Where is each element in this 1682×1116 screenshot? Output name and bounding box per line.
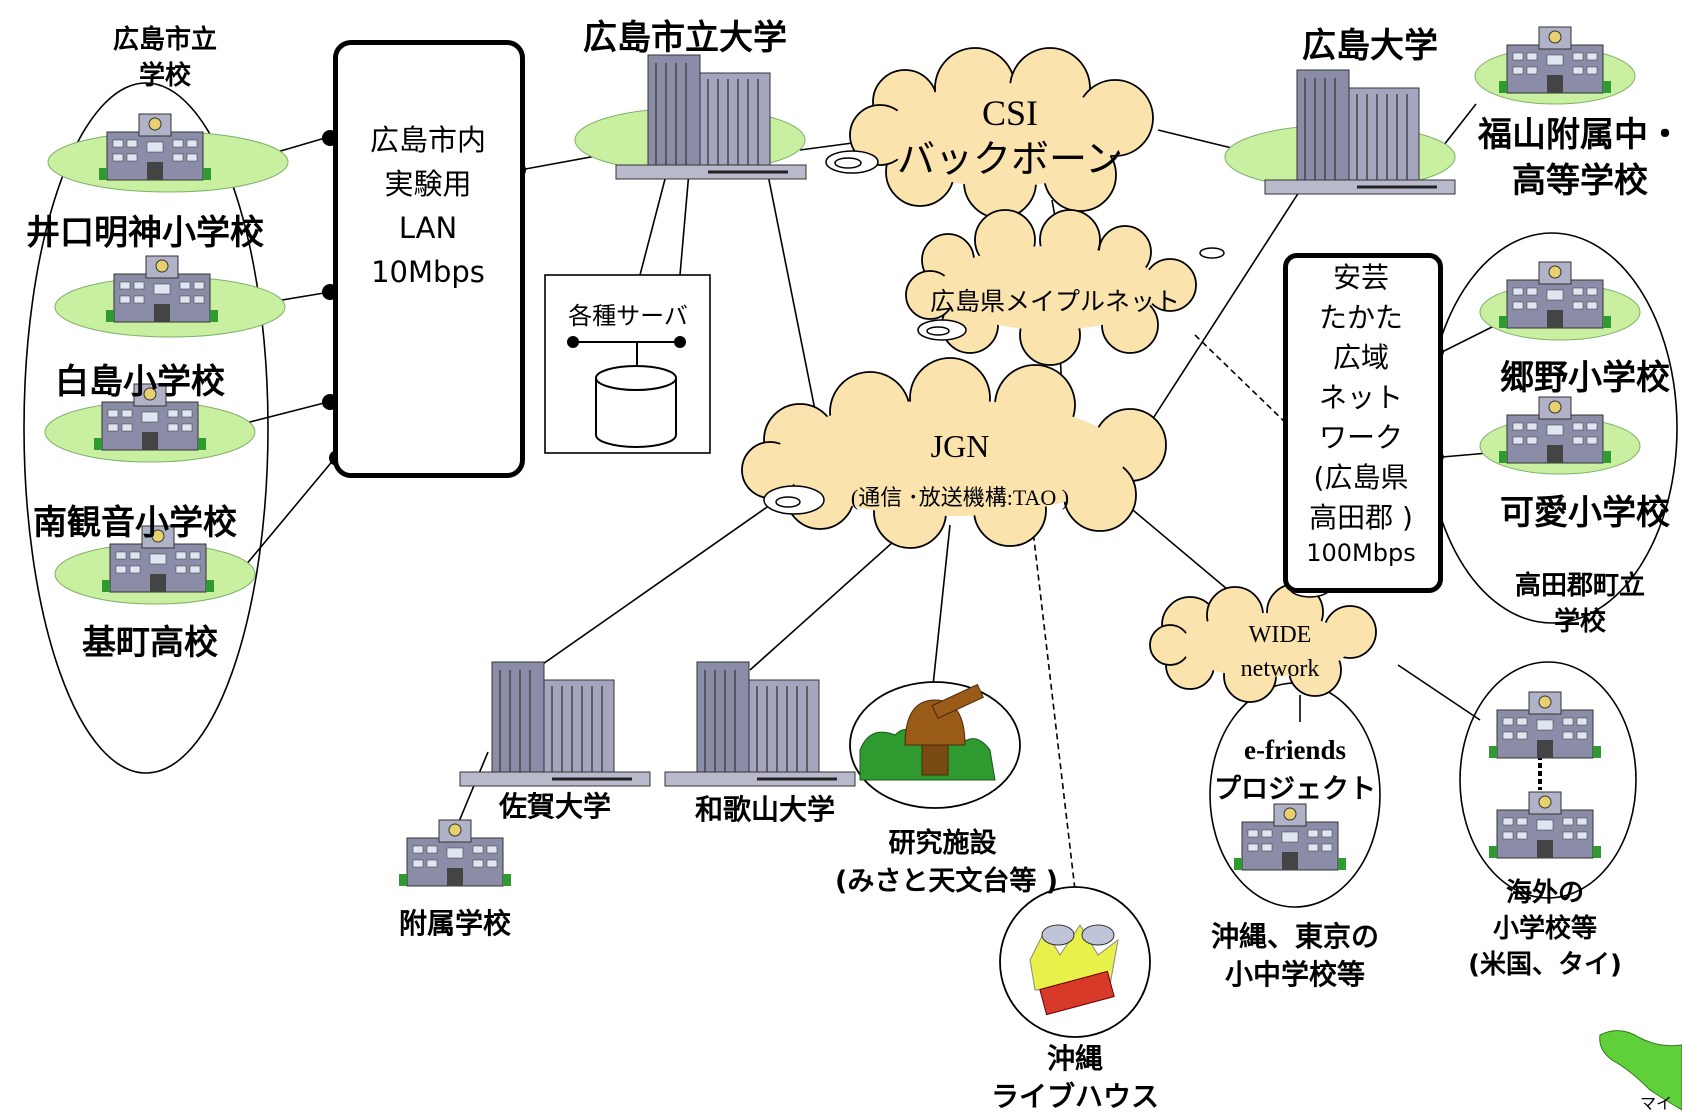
live-house-label: 沖縄ライブハウス [990, 1042, 1159, 1113]
observatory-icon [849, 681, 1021, 809]
research-label: 研究施設(みさと天文台等 ) [835, 828, 1059, 897]
saga-university-label: 佐賀大学 [498, 790, 611, 823]
school-icon-gono [1498, 261, 1612, 329]
wakayama-university-label: 和歌山大学 [694, 793, 835, 826]
map-icon [1599, 1030, 1682, 1111]
aki-box [1283, 253, 1443, 593]
link-maple-aki [1194, 334, 1289, 426]
school-icon-affiliated [398, 819, 512, 887]
school-icon-kawai [1498, 396, 1612, 464]
lan-box [333, 40, 525, 478]
city-university-label: 広島市立大学 [583, 18, 787, 58]
csi-cloud [849, 47, 1154, 219]
link-jgn-research [931, 524, 951, 696]
server-box [544, 274, 711, 454]
link-minami-lan [237, 401, 329, 426]
maple-cloud-label: 広島県メイプルネット [929, 287, 1180, 316]
csi-cloud-label: CSI バックボーン [896, 93, 1124, 181]
building-icon-wakayama [663, 660, 857, 788]
link-city-csi [799, 141, 861, 151]
school-label-minamikannon: 南観音小学校 [33, 503, 237, 543]
aki-box-label: 安芸たかた 広域ネット ワーク(広島県 高田郡 ) 100Mbps [1306, 261, 1416, 567]
overseas-group [1459, 661, 1637, 899]
fukuyama-label: 福山附属中・高等学校 [1478, 115, 1682, 201]
link-hiroshima-jgn [1151, 174, 1311, 421]
affiliated-school-label: 附属学校 [398, 907, 511, 940]
overseas-label: 海外の小学校等(米国、タイ) [1468, 878, 1622, 980]
school-label-motomachi: 基町高校 [82, 623, 218, 663]
school-icon-iguchi [98, 113, 212, 181]
school-label-iguchi: 井口明神小学校 [26, 213, 264, 253]
school-icon-overseas-1 [1488, 691, 1602, 759]
servers-label: 各種サーバ [568, 302, 688, 330]
school-label-gono: 郷野小学校 [1500, 358, 1670, 398]
school-label-kawai: 可愛小学校 [1500, 493, 1670, 533]
link-hiroshima-fukuyama [1439, 103, 1477, 151]
school-icon-efriends [1233, 803, 1347, 871]
school-icon-fukuyama [1498, 26, 1612, 94]
corner-caption: マイ [1640, 1094, 1673, 1113]
link-aki-gono [1441, 322, 1501, 353]
city-schools-label: 広島市立学校 [112, 25, 217, 91]
live-house-icon [999, 886, 1151, 1038]
link-csi-hiroshima [1157, 129, 1241, 151]
link-wide-overseas [1397, 664, 1481, 721]
building-icon-saga [458, 660, 652, 788]
jgn-cloud-label: JGN (通信 ･放送機構:TAO ) [850, 428, 1070, 510]
jgn-cloud [741, 357, 1167, 549]
link-jgn-livehouse [1029, 504, 1076, 891]
hiroshima-university-label: 広島大学 [1302, 26, 1438, 66]
city-schools-group [23, 82, 269, 774]
school-icon-shiroshima [105, 255, 219, 323]
school-label-shiroshima: 白島小学校 [55, 362, 225, 402]
efriends-label: e-friends プロジェクト [1214, 735, 1376, 805]
maple-cloud [905, 209, 1197, 366]
link-city-jgn [764, 159, 816, 411]
okinawa-tokyo-label: 沖縄、東京の小中学校等 [1210, 920, 1379, 991]
link-motomachi-lan [239, 457, 336, 573]
school-icon-overseas-2 [1488, 791, 1602, 859]
link-jgn-saga [519, 504, 771, 681]
wide-cloud [1149, 583, 1377, 703]
takata-schools-label: 高田郡町立学校 [1514, 571, 1645, 637]
link-jgn-wakayama [749, 524, 913, 671]
